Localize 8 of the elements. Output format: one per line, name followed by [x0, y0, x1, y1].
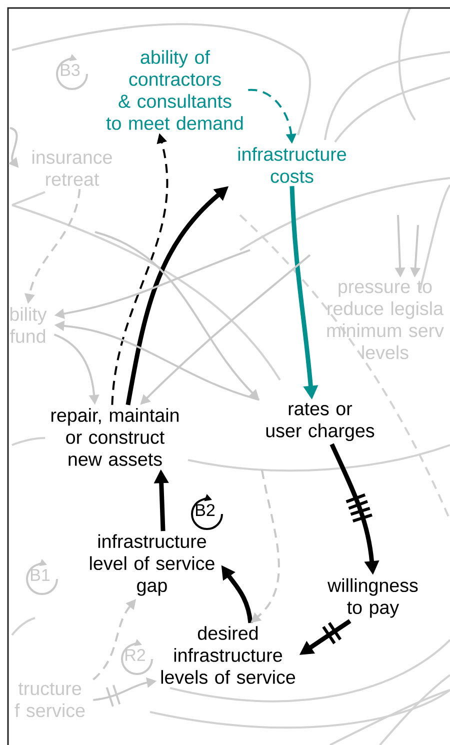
loop-label: B2: [196, 504, 215, 516]
variable-label: ability of contractors & consultants to meet demand: [106, 50, 243, 130]
variable-label: desired infrastructure levels of service: [161, 626, 296, 684]
variable-label: repair, maintain or construct new assets: [51, 408, 179, 466]
variable-label: willingness to pay: [328, 578, 418, 618]
variable-label: rates or user charges: [266, 402, 374, 442]
variable-label: infrastructure level of service gap: [90, 534, 214, 596]
variable-label: infrastructure costs: [238, 147, 346, 183]
